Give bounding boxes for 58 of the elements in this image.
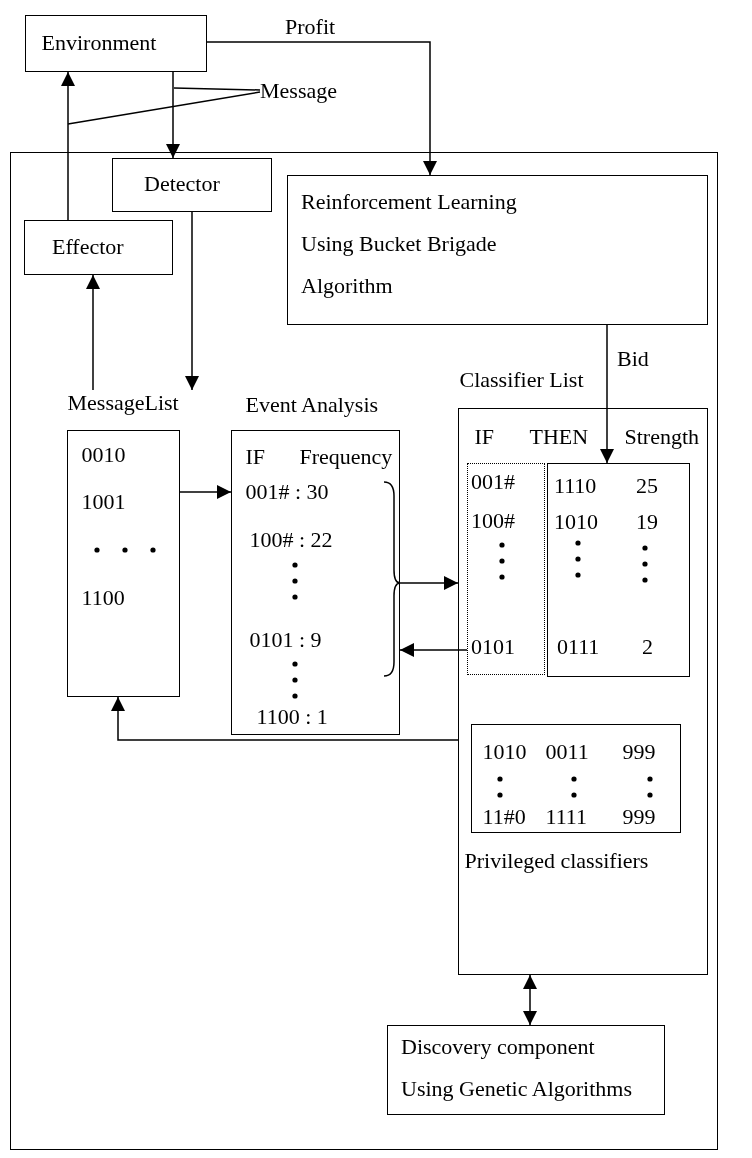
arrow bbox=[166, 71, 180, 159]
table-value: 11#0 bbox=[482, 803, 526, 830]
box-label: Reinforcement Learning Using Bucket Brigade Algorithm bbox=[301, 188, 518, 300]
column-header: IF bbox=[474, 423, 495, 450]
column-header: Frequency bbox=[299, 443, 393, 470]
column-header: Strength bbox=[624, 423, 700, 450]
dotted-box bbox=[466, 462, 545, 675]
process-box bbox=[386, 1024, 665, 1115]
box-label: Environment bbox=[41, 29, 157, 56]
table-value: 1010 bbox=[482, 738, 527, 765]
rule-entry: 100# : 22 bbox=[249, 526, 333, 553]
process-box bbox=[111, 157, 272, 212]
process-box bbox=[25, 15, 207, 72]
table-value: 999 bbox=[622, 803, 656, 830]
arrow bbox=[399, 576, 459, 590]
arrow bbox=[61, 71, 75, 221]
table-value: 0111 bbox=[557, 634, 600, 660]
rule-entry: 1100 : 1 bbox=[256, 703, 328, 730]
arrow bbox=[600, 324, 614, 464]
box-label: Discovery component Using Genetic Algorithms bbox=[401, 1033, 633, 1103]
box-label: Detector bbox=[144, 171, 220, 197]
table-value: 001# bbox=[471, 469, 515, 495]
box-label: Effector bbox=[52, 234, 124, 260]
callout-text: Message bbox=[260, 78, 352, 106]
double-arrow bbox=[523, 974, 537, 1026]
list-entry: 1001 bbox=[81, 488, 126, 515]
leader-line bbox=[173, 87, 261, 91]
table-value: 1010 bbox=[554, 509, 598, 535]
table-value: 19 bbox=[636, 509, 658, 535]
arrow bbox=[179, 485, 232, 499]
table-value: 0101 bbox=[471, 634, 515, 660]
list-title: MessageList bbox=[67, 389, 179, 416]
column-header: IF bbox=[245, 443, 266, 470]
table-value: 2 bbox=[642, 634, 653, 660]
leader-line bbox=[67, 91, 261, 125]
table-value: 0011 bbox=[545, 738, 589, 765]
process-box bbox=[23, 219, 173, 275]
panel-title: Classifier List bbox=[459, 366, 584, 393]
arrow bbox=[86, 274, 100, 391]
arrow bbox=[399, 643, 468, 657]
rule-entry: 0101 : 9 bbox=[249, 626, 322, 653]
arrow bbox=[111, 696, 459, 741]
list-entry: 1100 bbox=[81, 584, 125, 611]
list-entry: 0010 bbox=[81, 441, 126, 468]
column-header: THEN bbox=[529, 423, 589, 450]
panel-title: Event Analysis bbox=[245, 391, 379, 418]
process-box bbox=[286, 174, 708, 325]
table-value: 25 bbox=[636, 473, 658, 499]
rule-entry: 001# : 30 bbox=[245, 478, 329, 505]
table-value: 100# bbox=[471, 508, 515, 534]
table-value: 999 bbox=[622, 738, 656, 765]
system-boundary-box bbox=[10, 152, 718, 1150]
table-value: 1111 bbox=[545, 803, 588, 830]
arrow bbox=[206, 41, 437, 176]
arrow bbox=[185, 211, 199, 391]
table-value: 1110 bbox=[554, 473, 597, 499]
box-caption: Privileged classifiers bbox=[464, 847, 649, 874]
table-box bbox=[546, 462, 690, 677]
